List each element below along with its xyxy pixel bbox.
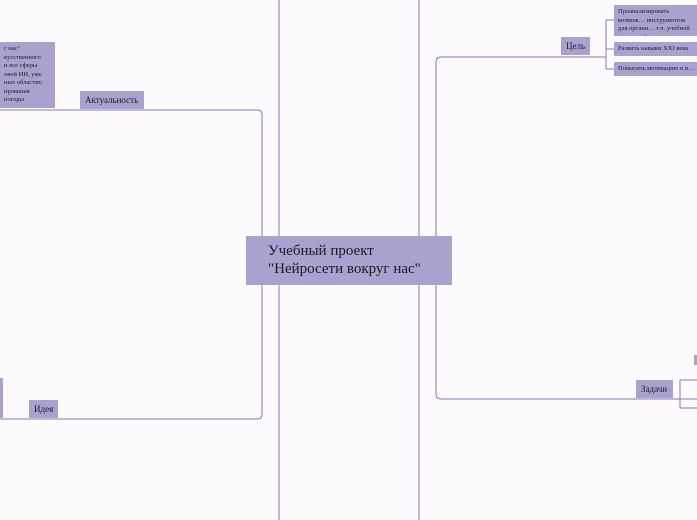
ideya-child-node-clipped[interactable]: [0, 378, 3, 418]
zadachi-child-node-clipped[interactable]: [694, 355, 697, 365]
connector-ideya: [0, 285, 263, 420]
aktualnost-text-line: ных областях:: [4, 79, 43, 86]
branch-aktualnost[interactable]: Актуальность: [80, 91, 144, 109]
aktualnost-text-line: овой ИИ, уже: [4, 70, 42, 78]
aktualnost-text-line: и все сферы: [4, 62, 38, 69]
central-title-line1: Учебный проект: [268, 243, 374, 259]
branch-ideya[interactable]: Идея: [29, 400, 58, 418]
branch-zadachi[interactable]: Задачи: [636, 380, 673, 398]
connector-zadachi: [435, 285, 680, 400]
cel-item-text: Развить навыки XXI века: [618, 45, 689, 52]
connector-cel: [435, 56, 590, 236]
aktualnost-text-line: ирования погоды: [4, 87, 30, 104]
cel-item-analyze[interactable]: Проанализировать возмож… инструментов дл…: [614, 5, 697, 36]
cel-item-text: Повысить мотивацию к и…: [618, 65, 695, 72]
cel-item-text: Проанализировать возмож… инструментов дл…: [618, 8, 690, 36]
aktualnost-text-line: кусственного: [4, 53, 41, 61]
central-node[interactable]: Учебный проект "Нейросети вокруг нас": [246, 236, 452, 285]
aktualnost-text-line: г нас": [4, 45, 21, 52]
central-title-line2: "Нейросети вокруг нас": [268, 261, 421, 277]
aktualnost-description[interactable]: г нас" кусственного и все сферы овой ИИ,…: [0, 42, 55, 108]
cel-item-skills[interactable]: Развить навыки XXI века: [614, 42, 697, 56]
cel-item-motivation[interactable]: Повысить мотивацию к и…: [614, 62, 697, 76]
branch-cel[interactable]: Цель: [561, 37, 590, 55]
connector-aktualnost: [0, 109, 263, 236]
